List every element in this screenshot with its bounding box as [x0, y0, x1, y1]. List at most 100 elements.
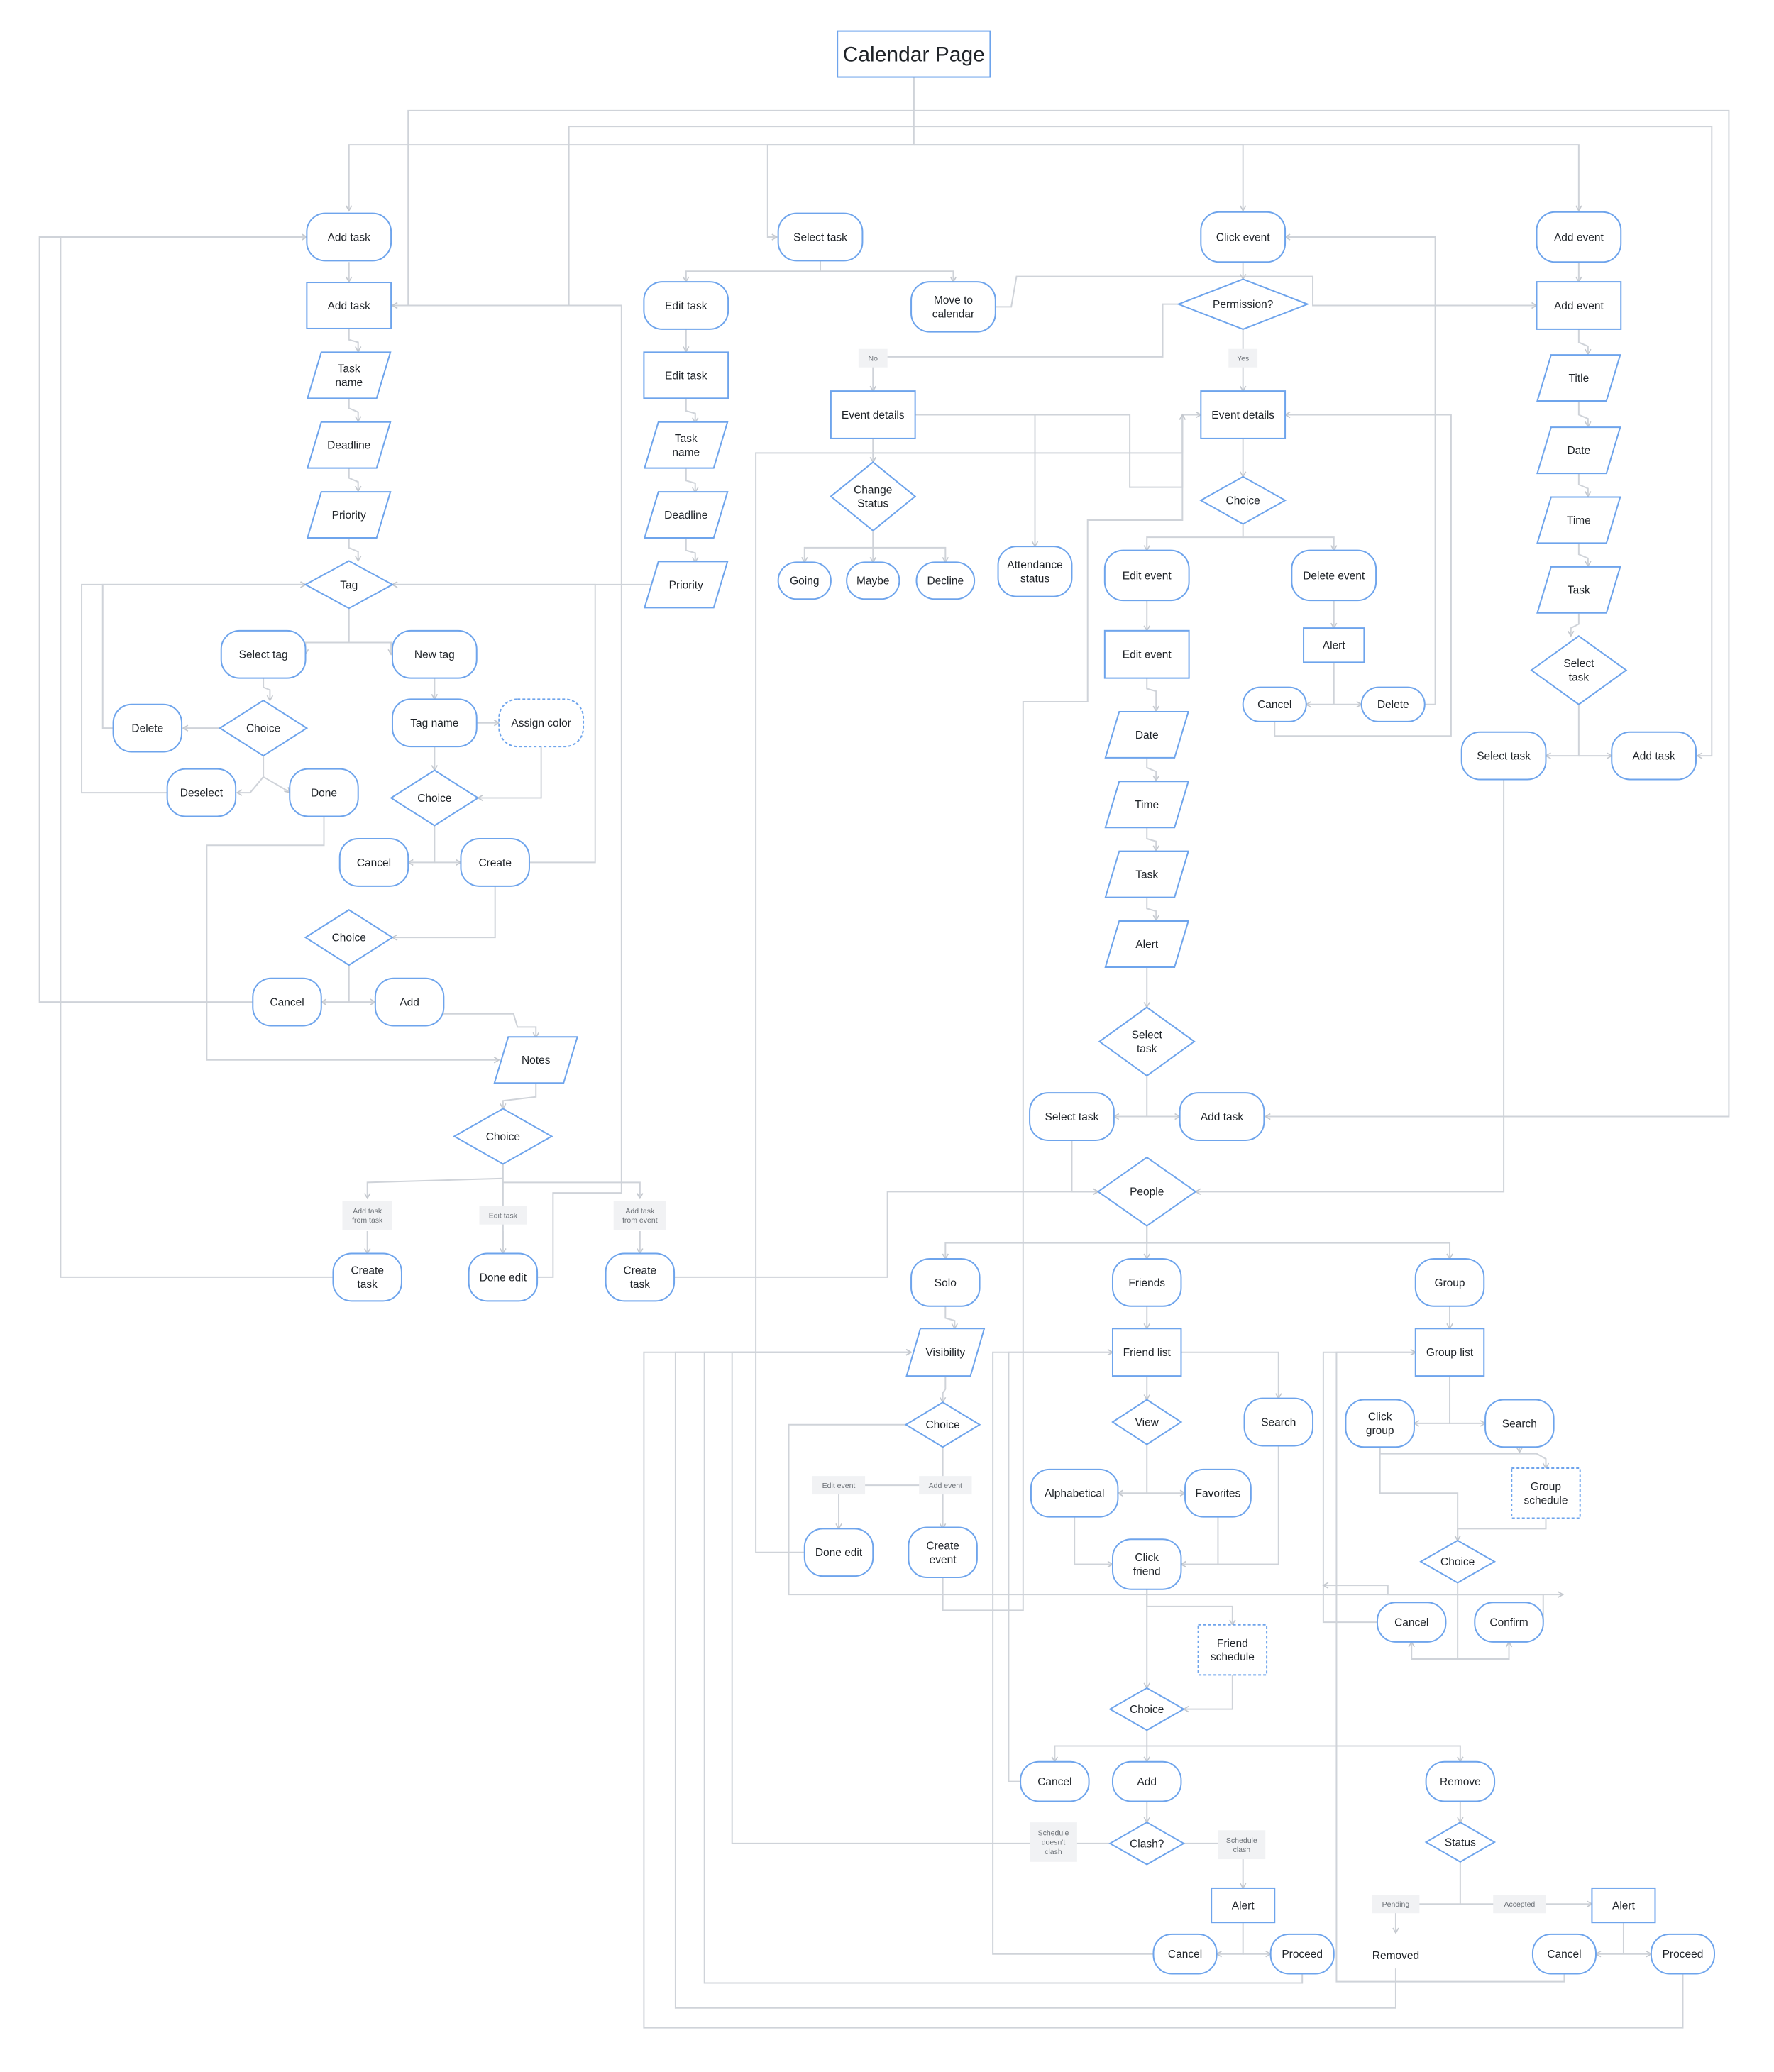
node-alertE[interactable]: Alert — [1104, 920, 1190, 968]
node-dateR[interactable]: Date — [1536, 426, 1621, 475]
node-evDetailsYes[interactable]: Event details — [1200, 390, 1287, 439]
node-cancelAcc[interactable]: Cancel — [1531, 1933, 1597, 1975]
node-decline[interactable]: Decline — [915, 561, 976, 600]
node-addTask1[interactable]: Add task — [306, 212, 392, 262]
node-deadline2[interactable]: Deadline — [643, 491, 729, 539]
node-visibility[interactable]: Visibility — [905, 1328, 986, 1377]
node-removeF[interactable]: Remove — [1425, 1760, 1496, 1802]
node-cancelDel[interactable]: Cancel — [1242, 686, 1307, 722]
node-addBtn[interactable]: Add — [374, 977, 445, 1027]
node-cancelF[interactable]: Cancel — [1020, 1760, 1090, 1802]
node-choiceNotes[interactable]: Choice — [453, 1108, 553, 1165]
node-title[interactable]: Calendar Page — [837, 30, 991, 78]
node-taskR[interactable]: Task — [1536, 566, 1621, 614]
node-cancelG[interactable]: Cancel — [1376, 1602, 1447, 1643]
node-friendList[interactable]: Friend list — [1111, 1328, 1182, 1377]
node-deleteTag[interactable]: Delete — [112, 703, 183, 753]
node-tagName[interactable]: Tag name — [391, 698, 478, 748]
node-people[interactable]: People — [1096, 1156, 1197, 1227]
node-removed[interactable]: Removed — [1372, 1950, 1419, 1962]
node-going[interactable]: Going — [777, 561, 832, 600]
node-evDetailsNo[interactable]: Event details — [830, 390, 916, 439]
node-permission[interactable]: Permission? — [1176, 278, 1310, 330]
node-deselect[interactable]: Deselect — [166, 768, 237, 817]
node-createTag[interactable]: Create — [460, 838, 530, 887]
node-tag[interactable]: Tag — [304, 560, 395, 610]
node-groupList[interactable]: Group list — [1414, 1328, 1485, 1377]
node-assignColor[interactable]: Assign color — [498, 698, 585, 748]
node-addTaskR[interactable]: Add task — [1611, 731, 1697, 781]
node-alphabetical[interactable]: Alphabetical — [1030, 1468, 1119, 1518]
node-clash[interactable]: Clash? — [1108, 1821, 1186, 1866]
node-selectTaskR2[interactable]: Select task — [1460, 731, 1547, 781]
node-doneEdit1[interactable]: Done edit — [468, 1252, 539, 1302]
node-alertClash[interactable]: Alert — [1211, 1887, 1276, 1924]
node-editEvent1[interactable]: Edit event — [1103, 549, 1190, 602]
node-solo[interactable]: Solo — [910, 1257, 981, 1307]
node-editTask2[interactable]: Edit task — [643, 351, 729, 399]
node-addEvent2[interactable]: Add event — [1536, 281, 1622, 330]
node-alertDel[interactable]: Alert — [1303, 627, 1365, 663]
node-addEvent1[interactable]: Add event — [1536, 211, 1622, 263]
node-deleteEvent[interactable]: Delete event — [1291, 549, 1377, 602]
node-selectTaskE[interactable]: Select task — [1029, 1092, 1115, 1141]
node-editEvent2[interactable]: Edit event — [1103, 629, 1190, 679]
node-notes[interactable]: Notes — [493, 1036, 579, 1084]
node-choiceVis[interactable]: Choice — [904, 1401, 981, 1448]
node-proceedAcc[interactable]: Proceed — [1650, 1933, 1715, 1975]
node-timeR[interactable]: Time — [1536, 496, 1621, 544]
node-maybe[interactable]: Maybe — [846, 561, 900, 600]
node-choiceTag[interactable]: Choice — [219, 699, 309, 757]
node-searchF[interactable]: Search — [1243, 1397, 1314, 1447]
node-searchG[interactable]: Search — [1484, 1399, 1555, 1448]
node-newTag[interactable]: New tag — [391, 629, 478, 679]
node-cancelClash[interactable]: Cancel — [1152, 1933, 1218, 1975]
node-addTaskE[interactable]: Add task — [1179, 1092, 1265, 1141]
node-favorites[interactable]: Favorites — [1184, 1468, 1252, 1518]
node-statusF[interactable]: Status — [1424, 1821, 1497, 1863]
node-deleteBtn[interactable]: Delete — [1360, 686, 1426, 722]
node-doneTag[interactable]: Done — [289, 768, 359, 817]
node-taskE[interactable]: Task — [1104, 850, 1190, 898]
node-cancelNewTag[interactable]: Cancel — [338, 838, 409, 887]
node-titleR[interactable]: Title — [1536, 354, 1621, 402]
node-cancelAdd[interactable]: Cancel — [252, 977, 322, 1027]
node-doneEdit2[interactable]: Done edit — [803, 1528, 874, 1577]
node-addTask2[interactable]: Add task — [306, 282, 392, 329]
node-friends[interactable]: Friends — [1111, 1257, 1182, 1307]
node-deadline1[interactable]: Deadline — [306, 421, 392, 469]
node-clickEvent[interactable]: Click event — [1200, 211, 1287, 263]
node-priority2[interactable]: Priority — [643, 561, 729, 609]
node-priority1[interactable]: Priority — [306, 491, 392, 539]
node-group[interactable]: Group — [1414, 1257, 1485, 1307]
node-timeE[interactable]: Time — [1104, 781, 1190, 829]
node-choiceF[interactable]: Choice — [1108, 1687, 1186, 1731]
node-choiceAdd[interactable]: Choice — [304, 909, 394, 966]
node-dateE[interactable]: Date — [1104, 710, 1190, 759]
node-view[interactable]: View — [1111, 1399, 1183, 1445]
node-selectTag[interactable]: Select tag — [220, 629, 307, 679]
node-choiceNewTag[interactable]: Choice — [390, 769, 480, 827]
node-confirmG[interactable]: Confirm — [1474, 1602, 1544, 1643]
node-addF[interactable]: Add — [1111, 1760, 1182, 1802]
node-proceedClash[interactable]: Proceed — [1269, 1933, 1335, 1975]
node-alertAcc[interactable]: Alert — [1591, 1887, 1656, 1924]
node-choiceG[interactable]: Choice — [1419, 1539, 1497, 1584]
node-editTask1[interactable]: Edit task — [643, 281, 729, 330]
node-selectTask[interactable]: Select task — [777, 212, 864, 262]
node-choiceEv[interactable]: Choice — [1199, 475, 1287, 525]
